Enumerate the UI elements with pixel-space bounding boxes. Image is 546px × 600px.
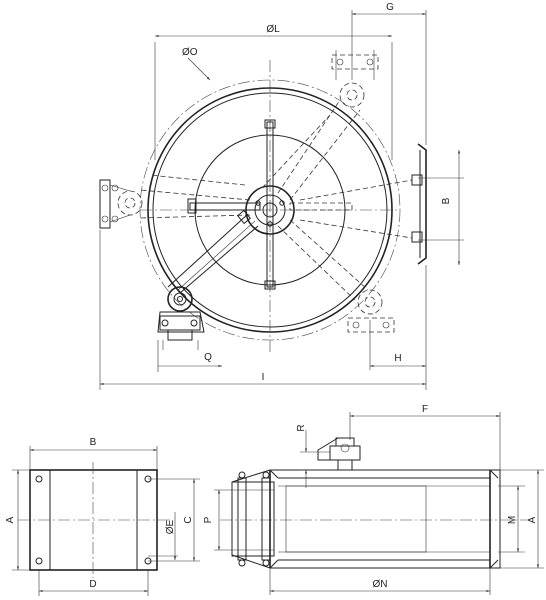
front-view: ØL G ØO B Q H I <box>99 2 464 390</box>
dim-label-M: M <box>507 516 518 524</box>
dim-label-P: P <box>203 516 214 523</box>
dim-label-R: R <box>296 424 307 431</box>
dim-label-C: C <box>183 516 194 523</box>
dim-label-E: ØE <box>165 519 176 534</box>
dim-label-O: ØO <box>182 47 198 58</box>
mount-plate-view: B A C ØE D <box>5 437 200 596</box>
left-bracket <box>99 179 143 229</box>
lower-right-bracket <box>347 289 395 333</box>
dim-label-B-top: B <box>441 197 452 204</box>
dim-label-A-left: A <box>5 516 16 523</box>
vertical-spoke-bar <box>266 121 274 288</box>
lower-left-arm <box>167 209 259 294</box>
dim-label-N: ØN <box>373 579 388 590</box>
dim-label-G: G <box>386 2 394 13</box>
upper-right-bracket <box>331 50 379 108</box>
inlet-swivel <box>317 437 361 471</box>
side-view: F R P M A ØN <box>203 404 544 595</box>
dim-label-B-side: B <box>90 437 97 448</box>
dim-label-D: D <box>89 579 96 590</box>
dim-label-H: H <box>394 353 401 364</box>
dim-label-A-right: A <box>527 516 538 523</box>
dim-label-Q: Q <box>204 352 212 363</box>
lower-left-bracket <box>157 286 205 350</box>
left-spoke-bar <box>189 202 261 211</box>
dim-label-L: ØL <box>266 24 280 35</box>
hidden-spokes <box>139 99 369 301</box>
dim-label-I: I <box>262 372 265 383</box>
dim-label-F: F <box>422 404 428 415</box>
inlet-side-bracket <box>299 143 427 265</box>
